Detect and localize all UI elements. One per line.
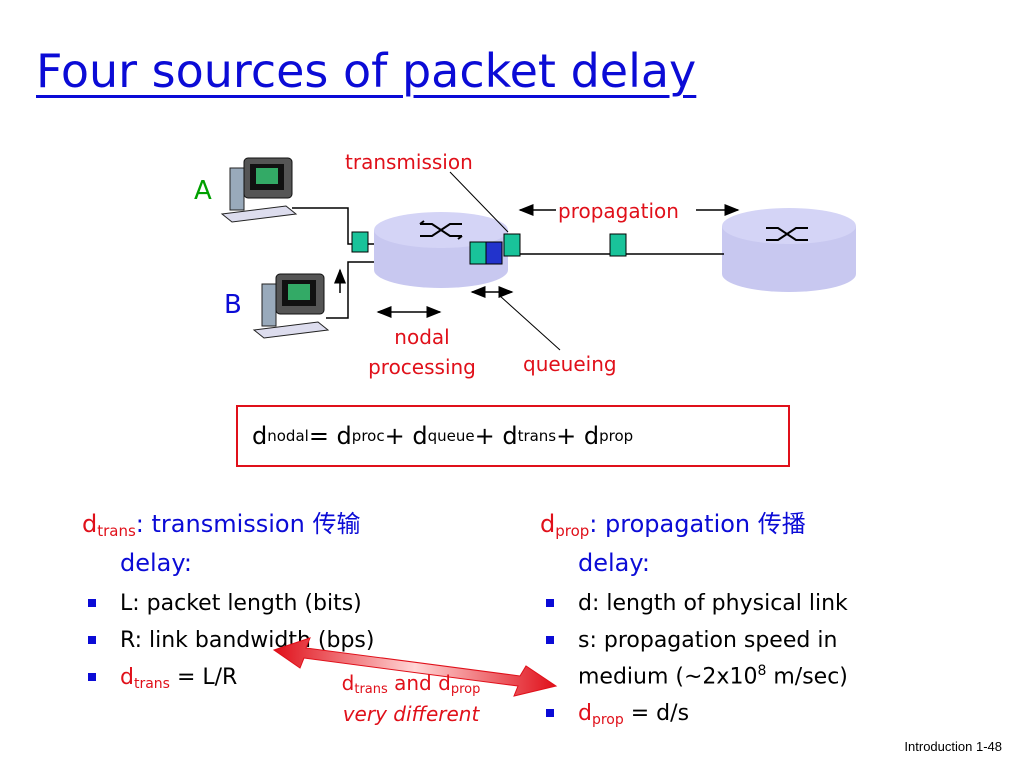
host-b-label: B	[224, 290, 242, 320]
comparison-arrow-icon	[272, 637, 558, 697]
heading-sub: prop	[555, 522, 590, 540]
bullet-icon	[546, 709, 554, 718]
list-item-text: = L/R	[169, 665, 238, 690]
formula-sub-proc: proc	[351, 427, 385, 445]
heading-d: d	[540, 510, 556, 538]
slide-title: Four sources of packet delay	[36, 44, 697, 98]
heading-text: : transmission 传输	[135, 510, 361, 538]
note-sub: prop	[450, 682, 481, 697]
queueing-pointer	[499, 295, 561, 351]
router-2	[722, 208, 856, 292]
formula-sub-trans: trans	[517, 427, 557, 445]
propagation-delay-heading: dprop: propagation 传播 delay:	[540, 508, 980, 579]
network-diagram	[220, 157, 856, 351]
transmission-bullets: L: packet length (bits) R: link bandwidt…	[82, 589, 522, 699]
packet-arriving	[351, 231, 369, 253]
transmission-delay-heading: dtrans: transmission 传输 delay:	[82, 508, 522, 579]
bullet-icon	[546, 636, 554, 644]
list-item: dprop = d/s	[540, 699, 980, 735]
transmission-label: transmission	[345, 150, 473, 174]
packet-queued	[469, 241, 487, 265]
list-item-text: s: propagation speed in medium (~2x10	[578, 628, 838, 690]
formula-eq: = d	[308, 422, 352, 450]
formula-plus: + d	[384, 422, 428, 450]
list-item: s: propagation speed in medium (~2x108 m…	[540, 626, 918, 692]
list-item: R: link bandwidth (bps)	[82, 626, 522, 656]
packet-queued	[485, 241, 503, 265]
router-1	[374, 212, 508, 288]
note-and: and d	[387, 671, 451, 695]
propagation-label: propagation	[558, 199, 679, 223]
heading-cont: delay:	[578, 549, 650, 577]
list-item: dtrans = L/R	[82, 663, 522, 699]
formula-plus: + d	[474, 422, 518, 450]
heading-cont: delay:	[120, 549, 192, 577]
bullet-icon	[88, 599, 96, 607]
list-item-text: R: link bandwidth (bps)	[120, 628, 375, 653]
packet-transmitting	[503, 233, 521, 257]
heading-text: : propagation 传播	[589, 510, 806, 538]
note-d: d	[341, 671, 355, 695]
propagation-bullets: d: length of physical link s: propagatio…	[540, 589, 980, 735]
bullet-icon	[88, 673, 96, 681]
formula-sub-queue: queue	[427, 427, 475, 445]
list-item: L: packet length (bits)	[82, 589, 522, 619]
formula-sub-nodal: nodal	[267, 427, 309, 445]
list-item-text: d: length of physical link	[578, 591, 848, 616]
list-item-sup: 8	[757, 663, 767, 679]
nodal-line-2: processing	[368, 355, 476, 379]
queueing-label: queueing	[523, 352, 617, 376]
host-a-computer-icon	[220, 157, 298, 223]
list-item-sub: trans	[133, 676, 170, 692]
list-item-d: d	[120, 665, 134, 690]
transmission-delay-section: dtrans: transmission 传输 delay: L: packet…	[82, 508, 522, 706]
list-item-text: m/sec)	[766, 664, 848, 690]
delay-comparison-note: dtrans and dprop very different	[318, 671, 504, 727]
nodal-processing-label: nodal processing	[360, 322, 484, 382]
bullet-icon	[88, 636, 96, 644]
bullet-icon	[546, 599, 554, 607]
note-sub: trans	[354, 682, 388, 697]
propagation-delay-section: dprop: propagation 传播 delay: d: length o…	[540, 508, 980, 742]
formula-sub-prop: prop	[599, 427, 634, 445]
nodal-line-1: nodal	[394, 325, 450, 349]
host-a-label: A	[194, 176, 212, 206]
heading-sub: trans	[97, 522, 136, 540]
list-item-sub: prop	[591, 712, 624, 729]
slide-footer: Introduction 1-48	[904, 739, 1002, 754]
list-item-text: = d/s	[623, 701, 690, 727]
list-item-text: L: packet length (bits)	[120, 591, 362, 616]
list-item-d: d	[578, 701, 592, 727]
note-line-2: very different	[342, 702, 480, 726]
transmission-pointer	[449, 171, 509, 233]
heading-d: d	[82, 510, 98, 538]
list-item: d: length of physical link	[540, 589, 980, 619]
host-b-computer-icon	[252, 273, 330, 339]
formula-d: d	[252, 422, 268, 450]
packet-propagating	[609, 233, 627, 257]
formula-plus: + d	[556, 422, 600, 450]
